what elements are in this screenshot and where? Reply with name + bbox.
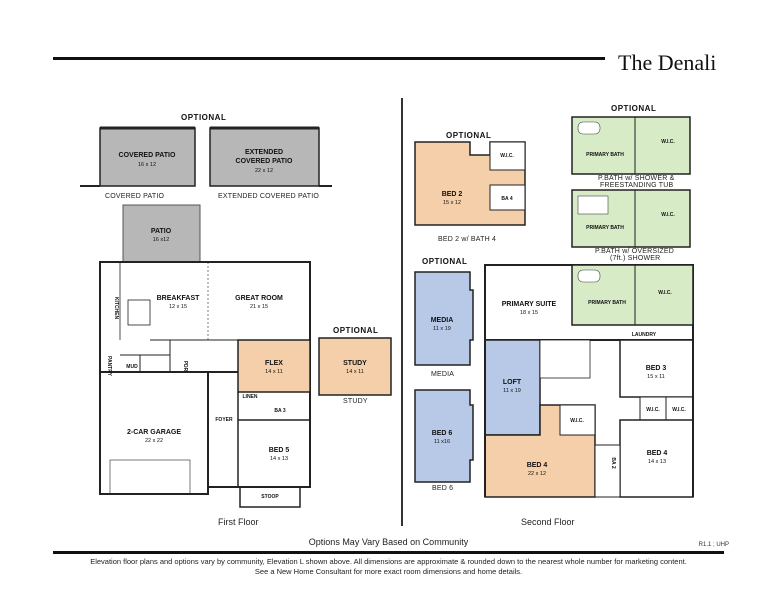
pbath1-wic: W.I.C. bbox=[661, 139, 675, 145]
pbath2-caption-1: P.BATH w/ OVERSIZED bbox=[595, 248, 675, 255]
extended-patio-option: EXTENDED COVERED PATIO 22 x 12 bbox=[209, 126, 332, 187]
pbath1-caption-1: P.BATH w/ SHOWER & bbox=[598, 175, 675, 182]
disclaimer: Elevation floor plans and options vary b… bbox=[0, 557, 777, 577]
garage-name: 2-CAR GARAGE bbox=[127, 429, 181, 436]
primary-wic-label: W.I.C. bbox=[658, 290, 672, 296]
primary-suite-name: PRIMARY SUITE bbox=[502, 301, 557, 308]
study-room bbox=[318, 337, 392, 396]
pbath1-caption-2: FREESTANDING TUB bbox=[600, 182, 674, 189]
bed6-caption: BED 6 bbox=[432, 485, 454, 492]
linen-label: LINEN bbox=[243, 394, 258, 400]
pantry-label: PANTRY bbox=[106, 356, 112, 377]
bed6-dims: 11 x16 bbox=[434, 439, 450, 445]
flex-room bbox=[237, 339, 311, 393]
bed2-option: BED 2 15 x 12 W.I.C. BA 4 bbox=[414, 141, 526, 226]
patio-name: PATIO bbox=[151, 228, 172, 235]
media-dims: 11 x 19 bbox=[433, 326, 451, 332]
pbath1-name: PRIMARY BATH bbox=[586, 152, 624, 158]
pbath-option-2: PRIMARY BATH W.I.C. bbox=[571, 189, 691, 248]
breakfast-name: BREAKFAST bbox=[157, 295, 201, 302]
second-floor-label: Second Floor bbox=[521, 517, 575, 527]
floor-divider bbox=[401, 98, 403, 526]
stoop-label: STOOP bbox=[261, 494, 279, 500]
loft-dims: 11 x 19 bbox=[503, 388, 521, 394]
ba3-label: BA 3 bbox=[274, 408, 285, 414]
bed5-name: BED 5 bbox=[269, 447, 290, 454]
wic-b-label: W.I.C. bbox=[672, 407, 686, 413]
bed4-right-name: BED 4 bbox=[647, 450, 668, 457]
bed2-ba4: BA 4 bbox=[501, 196, 512, 202]
bed2-name: BED 2 bbox=[442, 191, 463, 198]
media-name: MEDIA bbox=[431, 317, 454, 324]
bed4-wic-label: W.I.C. bbox=[570, 418, 584, 424]
flex-name: FLEX bbox=[265, 360, 283, 367]
bed2-wic: W.I.C. bbox=[500, 153, 514, 159]
laundry-label: LAUNDRY bbox=[632, 332, 657, 338]
patio bbox=[122, 204, 201, 263]
covered-patio-name: COVERED PATIO bbox=[119, 152, 176, 159]
bed6-name: BED 6 bbox=[432, 430, 453, 437]
pbath2-wic: W.I.C. bbox=[661, 212, 675, 218]
extended-patio-caption: EXTENDED COVERED PATIO bbox=[218, 193, 319, 200]
bed3-name: BED 3 bbox=[646, 365, 667, 372]
study-caption: STUDY bbox=[343, 398, 368, 405]
bed4-left-name: BED 4 bbox=[527, 462, 548, 469]
flex-dims: 14 x 11 bbox=[265, 369, 283, 375]
foyer-label: FOYER bbox=[215, 417, 233, 423]
title-rule bbox=[53, 57, 605, 60]
garage-dims: 22 x 22 bbox=[145, 438, 163, 444]
bed2-optional-header: OPTIONAL bbox=[446, 131, 492, 140]
bed5-dims: 14 x 13 bbox=[270, 456, 288, 462]
pbath2-name: PRIMARY BATH bbox=[586, 225, 624, 231]
primary-suite-dims: 18 x 15 bbox=[520, 310, 538, 316]
first-floor-plan bbox=[99, 261, 311, 508]
extended-patio-name-2: COVERED PATIO bbox=[236, 158, 293, 165]
wic-a-label: W.I.C. bbox=[646, 407, 660, 413]
pbath2-caption-2: (7ft.) SHOWER bbox=[610, 255, 661, 262]
loft-name: LOFT bbox=[503, 379, 522, 386]
kitchen-label: KITCHEN bbox=[113, 297, 119, 320]
great-room-name: GREAT ROOM bbox=[235, 295, 283, 302]
bed2-caption: BED 2 w/ BATH 4 bbox=[438, 236, 497, 243]
disclaimer-line-2: See a New Home Consultant for more exact… bbox=[254, 567, 523, 576]
media-caption: MEDIA bbox=[431, 371, 455, 378]
first-floor-label: First Floor bbox=[218, 517, 259, 527]
study-dims: 14 x 11 bbox=[346, 369, 364, 375]
breakfast-dims: 12 x 15 bbox=[169, 304, 187, 310]
pdr-label: PDR bbox=[182, 361, 188, 372]
revision-code: R1.1 ; UHP bbox=[698, 542, 729, 548]
bed3-dims: 15 x 11 bbox=[647, 374, 665, 380]
patio-optional-header: OPTIONAL bbox=[181, 113, 227, 122]
great-room-dims: 21 x 15 bbox=[250, 304, 268, 310]
study-name: STUDY bbox=[343, 360, 367, 367]
bath-optional-header: OPTIONAL bbox=[611, 104, 657, 113]
primary-bath-label: PRIMARY BATH bbox=[588, 300, 626, 306]
options-note: Options May Vary Based on Community bbox=[308, 537, 469, 547]
study-optional-header: OPTIONAL bbox=[333, 326, 379, 335]
bed6-room bbox=[414, 389, 474, 483]
disclaimer-line-1: Elevation floor plans and options vary b… bbox=[90, 557, 687, 566]
pbath-option-1: PRIMARY BATH W.I.C. bbox=[571, 116, 691, 175]
bottom-rule bbox=[53, 551, 724, 554]
extended-patio-dims: 22 x 12 bbox=[255, 168, 273, 174]
patio-dims: 16 x12 bbox=[153, 237, 170, 243]
covered-patio-dims: 16 x 12 bbox=[138, 162, 156, 168]
page-title: The Denali bbox=[618, 50, 717, 75]
bed4-right-dims: 14 x 13 bbox=[648, 459, 666, 465]
second-floor-plan bbox=[484, 264, 694, 498]
ba2-label: BA 2 bbox=[610, 457, 616, 468]
bed2-dims: 15 x 12 bbox=[443, 200, 461, 206]
covered-patio-option: COVERED PATIO 16 x 12 bbox=[80, 126, 196, 187]
extended-patio-name-1: EXTENDED bbox=[245, 149, 283, 156]
covered-patio-caption: COVERED PATIO bbox=[105, 193, 165, 200]
media-room bbox=[414, 271, 474, 366]
bed4-left-dims: 22 x 12 bbox=[528, 471, 546, 477]
mud-label: MUD bbox=[126, 364, 138, 370]
media-optional-header: OPTIONAL bbox=[422, 257, 468, 266]
